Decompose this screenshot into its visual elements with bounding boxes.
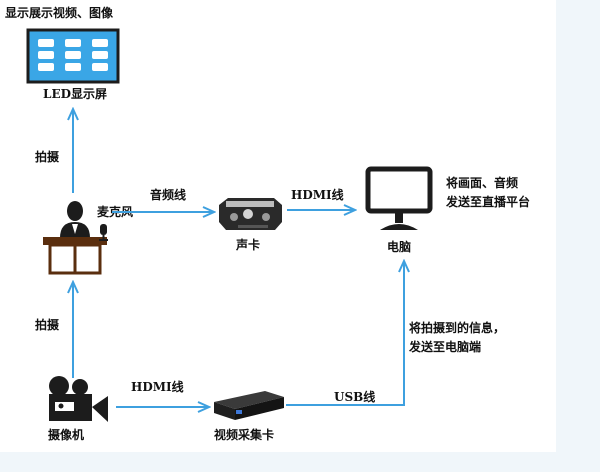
audio-line-label: 音频线 [150, 188, 187, 202]
sound-card-label: 声卡 [236, 238, 261, 252]
pc-note-line2: 发送至直播平台 [446, 195, 531, 209]
shoot-label-lower: 拍摄 [35, 318, 60, 332]
arrow-capture-card-to-pc [286, 262, 404, 406]
capture-note-line1: 将拍摄到的信息， [409, 321, 506, 335]
pc-note-line1: 将画面、音频 [446, 176, 519, 190]
capture-card-label: 视频采集卡 [214, 428, 275, 442]
camera-icon [49, 376, 108, 422]
computer-monitor-icon [365, 166, 433, 230]
hdmi-line-label-top: HDMI线 [291, 188, 344, 202]
capture-card-icon [214, 391, 284, 420]
camera-label: 摄像机 [48, 428, 85, 442]
sound-card-icon [219, 198, 282, 230]
led-screen-icon [26, 28, 120, 84]
diagram-canvas: 显示展示视频、图像 LED显示屏 拍摄 麦克风 音频线 声卡 HDMI线 电脑 … [0, 0, 556, 452]
led-screen-label: LED显示屏 [43, 87, 107, 101]
capture-note-line2: 发送至电脑端 [409, 340, 482, 354]
top-caption: 显示展示视频、图像 [5, 6, 114, 20]
diagram-graphics [26, 28, 433, 422]
shoot-label-upper: 拍摄 [35, 150, 60, 164]
hdmi-line-label-bottom: HDMI线 [131, 380, 184, 394]
microphone-icon [99, 224, 108, 241]
presenter-icon [43, 201, 107, 275]
computer-label: 电脑 [387, 240, 412, 254]
usb-line-label: USB线 [334, 390, 376, 404]
